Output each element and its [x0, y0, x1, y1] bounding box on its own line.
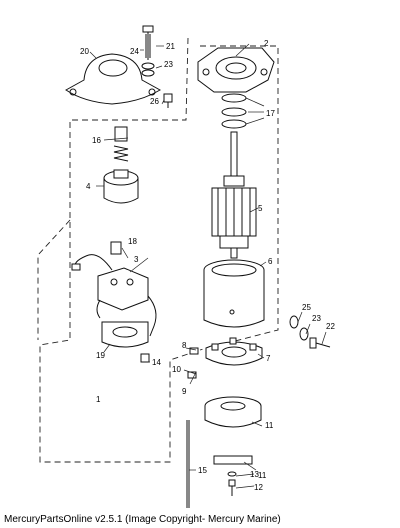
- end-cap-part: [197, 47, 275, 93]
- drive-pinion-part: [103, 169, 139, 204]
- callout-17: 17: [266, 109, 275, 118]
- callout-11-cover: 11: [265, 421, 274, 430]
- callout-21: 21: [166, 42, 175, 51]
- callout-20: 20: [80, 47, 89, 56]
- callout-1: 1: [96, 395, 101, 404]
- diagram-canvas: 2 17 5 6 7 11 11 13 12 15 4 16 18 3 19 1…: [37, 25, 335, 508]
- callout-11-plate: 11: [258, 471, 267, 480]
- terminal-boot-part: [110, 241, 122, 255]
- callout-3: 3: [134, 255, 139, 264]
- callout-26: 26: [150, 97, 159, 106]
- brush-spring-part: [113, 126, 129, 162]
- terminal-nut-part: [140, 353, 150, 363]
- leader-lines: [89, 43, 327, 489]
- brush-part: [187, 347, 199, 379]
- callout-12: 12: [254, 483, 263, 492]
- side-bolt-washers-part: [289, 315, 331, 349]
- solenoid-part: [71, 254, 157, 337]
- callout-7: 7: [266, 354, 271, 363]
- assembly-boundary-line-left: [37, 219, 71, 340]
- mounting-bracket-part: [101, 321, 149, 348]
- assembly-boundary-line: [39, 37, 201, 463]
- bolt-part: [142, 25, 154, 60]
- solenoid-cover-part: [65, 53, 161, 105]
- callout-23-top: 23: [164, 60, 173, 69]
- copyright-footer: MercuryPartsOnline v2.5.1 (Image Copyrig…: [4, 514, 281, 525]
- washer-stack-part: [141, 62, 155, 77]
- small-screw-part: [163, 93, 173, 108]
- callout-24: 24: [130, 47, 139, 56]
- callout-23-side: 23: [312, 314, 321, 323]
- callout-18: 18: [128, 237, 137, 246]
- callout-15: 15: [198, 466, 207, 475]
- thru-bolt-part: [186, 420, 190, 508]
- callout-2: 2: [264, 39, 269, 48]
- callout-19: 19: [96, 351, 105, 360]
- brush-plate-part: [205, 337, 263, 366]
- callout-13: 13: [250, 470, 259, 479]
- commutator-end-cover-part: [204, 396, 262, 428]
- thrust-washers-part: [221, 93, 247, 129]
- callout-5: 5: [258, 204, 263, 213]
- callout-4: 4: [86, 182, 91, 191]
- callout-6: 6: [268, 257, 273, 266]
- callout-14: 14: [152, 358, 161, 367]
- motor-housing-part: [203, 259, 265, 328]
- armature-part: [211, 131, 257, 259]
- callout-10: 10: [172, 365, 181, 374]
- callout-9: 9: [182, 387, 187, 396]
- callout-8: 8: [182, 341, 187, 350]
- callout-16: 16: [92, 136, 101, 145]
- callout-22: 22: [326, 322, 335, 331]
- assembly-boundary-line-right: [199, 45, 279, 351]
- cover-plate-part: [213, 455, 253, 496]
- callout-25: 25: [302, 303, 311, 312]
